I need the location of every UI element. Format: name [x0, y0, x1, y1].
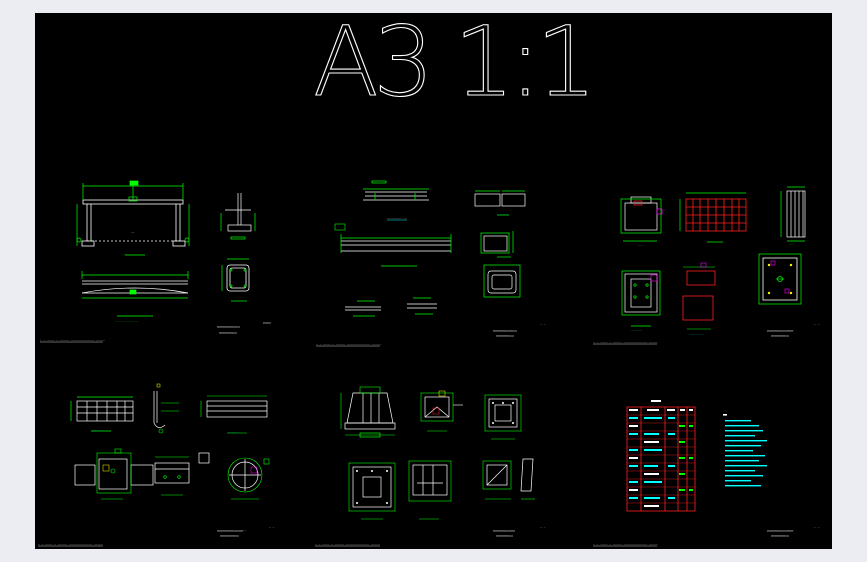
svg-text:_ _ ____ _ _____ _____________: _ _ ____ _ _____ _____________ _____ — [316, 341, 381, 345]
svg-text:________ __: ________ __ — [387, 215, 407, 219]
beam-dims — [81, 271, 189, 317]
svg-text:_ _: _ _ — [814, 524, 820, 528]
svg-text:______: ______ — [631, 327, 642, 331]
portal-frame-dims — [76, 180, 190, 256]
general-notes — [723, 414, 767, 487]
svg-text:________: ________ — [771, 332, 786, 336]
svg-text:___________: ___________ — [383, 262, 403, 266]
svg-text:_____: _____ — [500, 211, 509, 215]
sheet-top-right: ___ — [593, 186, 820, 345]
drawing-svg: A3 1:1 — [38, 13, 820, 547]
svg-text:________: ________ — [219, 329, 234, 333]
svg-text:_ _ ____ _ _____ _____________: _ _ ____ _ _____ _____________ _____ — [593, 541, 658, 545]
material-table — [626, 406, 696, 512]
svg-text:___: ___ — [707, 238, 713, 242]
column-section — [225, 193, 252, 232]
svg-text:___________: ___________ — [117, 312, 137, 316]
svg-text:________ __: ________ __ — [493, 327, 513, 331]
svg-text:___: ___ — [789, 241, 795, 245]
svg-text:_ _ ____ _ _____ _____________: _ _ ____ _ _____ _____________ _____ — [315, 541, 380, 545]
svg-text:_ _: _ _ — [269, 524, 275, 528]
svg-text:___: ___ — [638, 242, 644, 246]
sheet-top-left: ________ __ ___________ — [40, 180, 271, 343]
svg-text:_____________: _____________ — [115, 318, 139, 322]
svg-text:________ _ ____: ________ _ ____ — [767, 527, 794, 531]
svg-text:________ ___: ________ ___ — [493, 527, 515, 531]
svg-text:_ _: _ _ — [263, 319, 269, 323]
svg-text:________: ________ — [122, 251, 137, 255]
svg-text:_ _: _ _ — [540, 524, 546, 528]
svg-text:______: ______ — [92, 427, 103, 431]
sheet-top-middle: ________ __ ___________ — [316, 180, 546, 347]
svg-text:_ _ ____ _ _____ _____________: _ _ ____ _ _____ _____________ _____ — [40, 337, 105, 341]
svg-text:_________ _: _________ _ — [217, 323, 237, 327]
rebar-grid — [685, 198, 747, 232]
svg-text:_ _: _ _ — [814, 321, 820, 325]
sheet-bottom-middle: ________ ___ _______ _ _ _ _ ____ _ ____… — [315, 386, 546, 547]
svg-text:_ _: _ _ — [475, 200, 481, 204]
svg-text:_ _: _ _ — [540, 321, 546, 325]
svg-text:_ _ ____ _ _____ _____________: _ _ ____ _ _____ _____________ _____ — [38, 541, 103, 545]
svg-text:_______: _______ — [496, 532, 509, 536]
svg-text:________ _ ____: ________ _ ____ — [767, 327, 794, 331]
svg-text:__: __ — [131, 229, 135, 233]
drawing-title: A3 1:1 — [313, 13, 603, 118]
svg-text:_________ _ ____: _________ _ ____ — [217, 527, 246, 531]
svg-text:________: ________ — [771, 532, 786, 536]
square-section — [226, 264, 250, 292]
sheet-bottom-right: ________ _ ____ ________ _ _ _ _ ____ _ … — [593, 400, 820, 547]
svg-text:________: ________ — [689, 331, 704, 335]
svg-text:______: ______ — [228, 429, 239, 433]
svg-text:_ _ ____ _ _____ _____________: _ _ ____ _ _____ _____________ _____ — [593, 339, 658, 343]
portal-frame-drawing — [81, 199, 186, 247]
sheet-bottom-left: ______ — [38, 383, 275, 547]
drawing-canvas[interactable]: A3 1:1 — [35, 13, 832, 549]
svg-text:_________: _________ — [220, 532, 236, 536]
svg-text:_______: _______ — [496, 332, 509, 336]
